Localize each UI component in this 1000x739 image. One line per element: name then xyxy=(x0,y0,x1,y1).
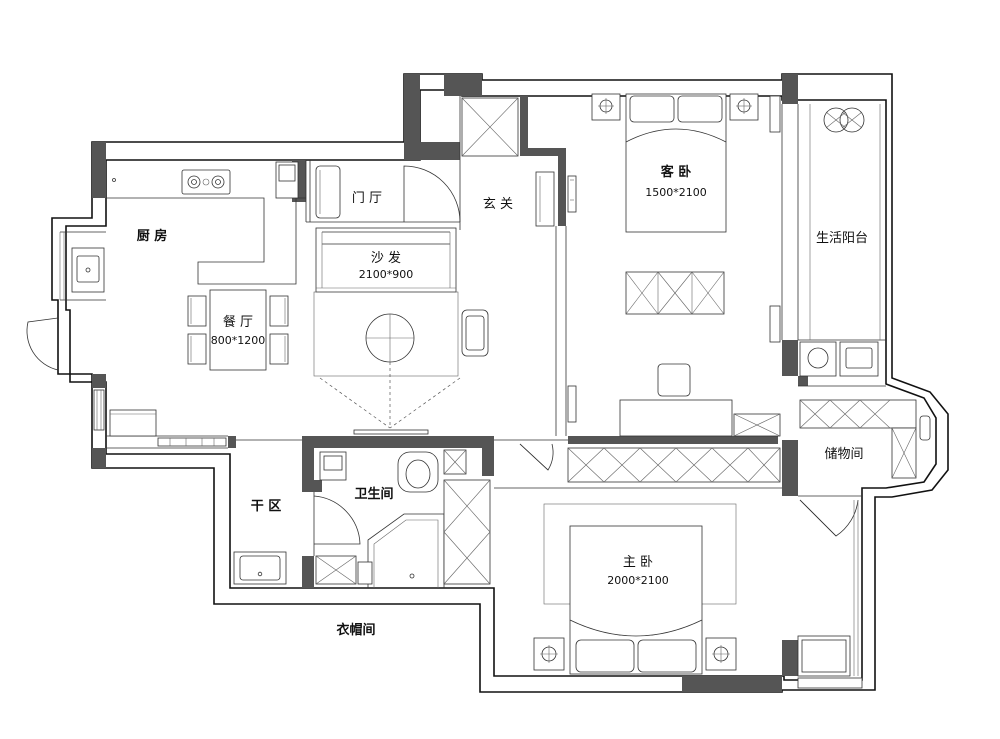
room-size-dining: 800*1200 xyxy=(211,334,266,347)
room-label-storage: 储物间 xyxy=(824,447,863,462)
entrance-cabinets xyxy=(461,97,555,227)
room-label-balcony: 生活阳台 xyxy=(816,231,868,246)
master-side-fixtures xyxy=(797,500,863,689)
master-bed xyxy=(533,503,737,675)
room-label-sofa: 沙 发 xyxy=(371,250,401,266)
room-label-entrance: 玄 关 xyxy=(483,197,513,212)
room-label-dining: 餐 厅 xyxy=(223,314,253,330)
dining-table xyxy=(187,289,289,371)
kitchen-lower-cabinets xyxy=(93,389,227,447)
room-size-guest-bedroom: 1500*2100 xyxy=(645,186,707,199)
master-wardrobe xyxy=(567,447,781,483)
outer-walls xyxy=(51,73,949,693)
guest-bed xyxy=(591,93,759,233)
kitchen-fixtures xyxy=(59,161,306,301)
room-label-foyer: 门 厅 xyxy=(352,191,382,206)
storage-cabinets xyxy=(799,399,931,479)
doors xyxy=(26,165,859,545)
room-size-master-bedroom: 2000*2100 xyxy=(607,574,669,587)
dry-area-basin xyxy=(233,551,287,585)
room-label-master-bedroom: 主 卧 xyxy=(623,555,653,570)
room-label-bathroom: 卫生间 xyxy=(354,486,393,502)
interior-walls xyxy=(106,96,886,556)
balcony-fixtures xyxy=(799,104,881,377)
room-size-sofa: 2100*900 xyxy=(359,268,414,281)
room-label-dry-area: 干 区 xyxy=(251,499,282,514)
living-area-furniture xyxy=(313,291,489,435)
room-label-guest-bedroom: 客 卧 xyxy=(661,164,692,180)
room-label-walk-in-closet: 衣帽间 xyxy=(336,622,375,638)
sofa xyxy=(315,227,457,293)
guest-room-furniture xyxy=(567,95,781,437)
bathroom-fixtures xyxy=(315,449,491,588)
foyer-shoe-cabinet xyxy=(315,165,341,219)
room-label-kitchen: 厨 房 xyxy=(137,228,168,244)
